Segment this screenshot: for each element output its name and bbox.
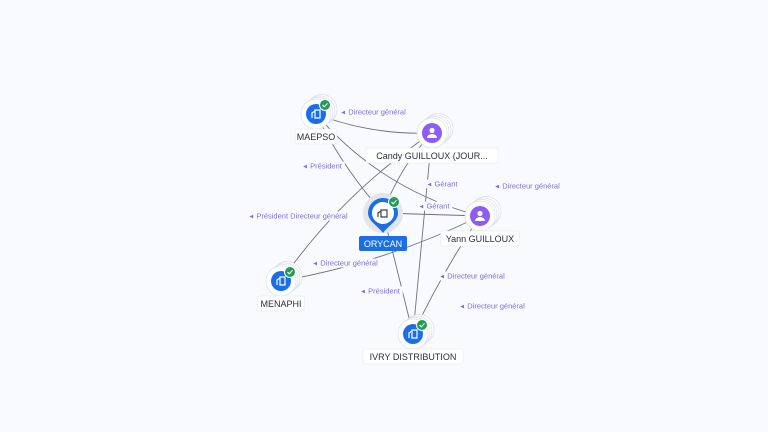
edge-label: Gérant bbox=[427, 202, 451, 211]
edge-label-group: ◂Président Directeur général bbox=[248, 211, 350, 221]
arrow-left-icon: ◂ bbox=[249, 212, 253, 221]
node-label: Yann GUILLOUX bbox=[446, 234, 514, 244]
arrow-left-icon: ◂ bbox=[341, 108, 345, 117]
arrow-left-icon: ◂ bbox=[440, 272, 444, 281]
node-ivry[interactable]: IVRY DISTRIBUTION bbox=[362, 314, 464, 365]
verified-check-icon bbox=[284, 266, 296, 278]
verified-check-icon bbox=[319, 99, 331, 111]
edge-label: Directeur général bbox=[502, 182, 560, 191]
node-label: MAEPSO bbox=[297, 132, 336, 142]
edge-label: Gérant bbox=[435, 180, 459, 189]
edge-label: Président Directeur général bbox=[256, 212, 348, 221]
edge-label: Président bbox=[310, 162, 343, 171]
edge-line bbox=[280, 215, 481, 282]
edge-label: Directeur général bbox=[348, 108, 406, 117]
arrow-left-icon: ◂ bbox=[428, 180, 432, 189]
verified-check-icon bbox=[388, 196, 400, 208]
arrow-left-icon: ◂ bbox=[495, 182, 499, 191]
building-icon bbox=[311, 109, 321, 119]
arrow-left-icon: ◂ bbox=[361, 287, 365, 296]
edge-label-group: ◂Président bbox=[360, 286, 403, 296]
edge-label: Président bbox=[368, 287, 401, 296]
edge-label: Directeur général bbox=[447, 272, 505, 281]
edge-label-group: ◂Président bbox=[302, 161, 345, 171]
edge-label-group: ◂Directeur général bbox=[340, 107, 409, 117]
building-icon bbox=[377, 209, 388, 218]
edge-label-group: ◂Directeur général bbox=[439, 271, 508, 281]
node-label: ORYCAN bbox=[364, 239, 402, 249]
node-maepso[interactable]: MAEPSO bbox=[294, 94, 338, 145]
node-label: IVRY DISTRIBUTION bbox=[370, 352, 457, 362]
building-icon bbox=[276, 276, 286, 286]
node-menaphi[interactable]: MENAPHI bbox=[257, 261, 305, 312]
arrow-left-icon: ◂ bbox=[313, 259, 317, 268]
node-label: MENAPHI bbox=[260, 299, 301, 309]
node-yann[interactable]: Yann GUILLOUX bbox=[440, 196, 520, 247]
edge-label-group: ◂Directeur général bbox=[312, 258, 381, 268]
node-candy[interactable]: Candy GUILLOUX (JOUR... bbox=[365, 113, 499, 164]
verified-check-icon bbox=[416, 319, 428, 331]
person-icon bbox=[475, 210, 485, 221]
building-icon bbox=[408, 329, 418, 339]
node-orycan[interactable]: ORYCAN bbox=[359, 193, 407, 251]
edge-label-group: ◂Gérant bbox=[418, 201, 453, 211]
arrow-left-icon: ◂ bbox=[460, 302, 464, 311]
edge-label-group: ◂Directeur général bbox=[494, 181, 563, 191]
edge-label: Directeur général bbox=[320, 259, 378, 268]
arrow-left-icon: ◂ bbox=[420, 202, 424, 211]
edge-label-group: ◂Directeur général bbox=[459, 301, 528, 311]
person-icon bbox=[427, 127, 437, 138]
edge-label-group: ◂Gérant bbox=[426, 179, 461, 189]
node-label: Candy GUILLOUX (JOUR... bbox=[376, 151, 488, 161]
arrow-left-icon: ◂ bbox=[303, 162, 307, 171]
edge-label: Directeur général bbox=[467, 302, 525, 311]
